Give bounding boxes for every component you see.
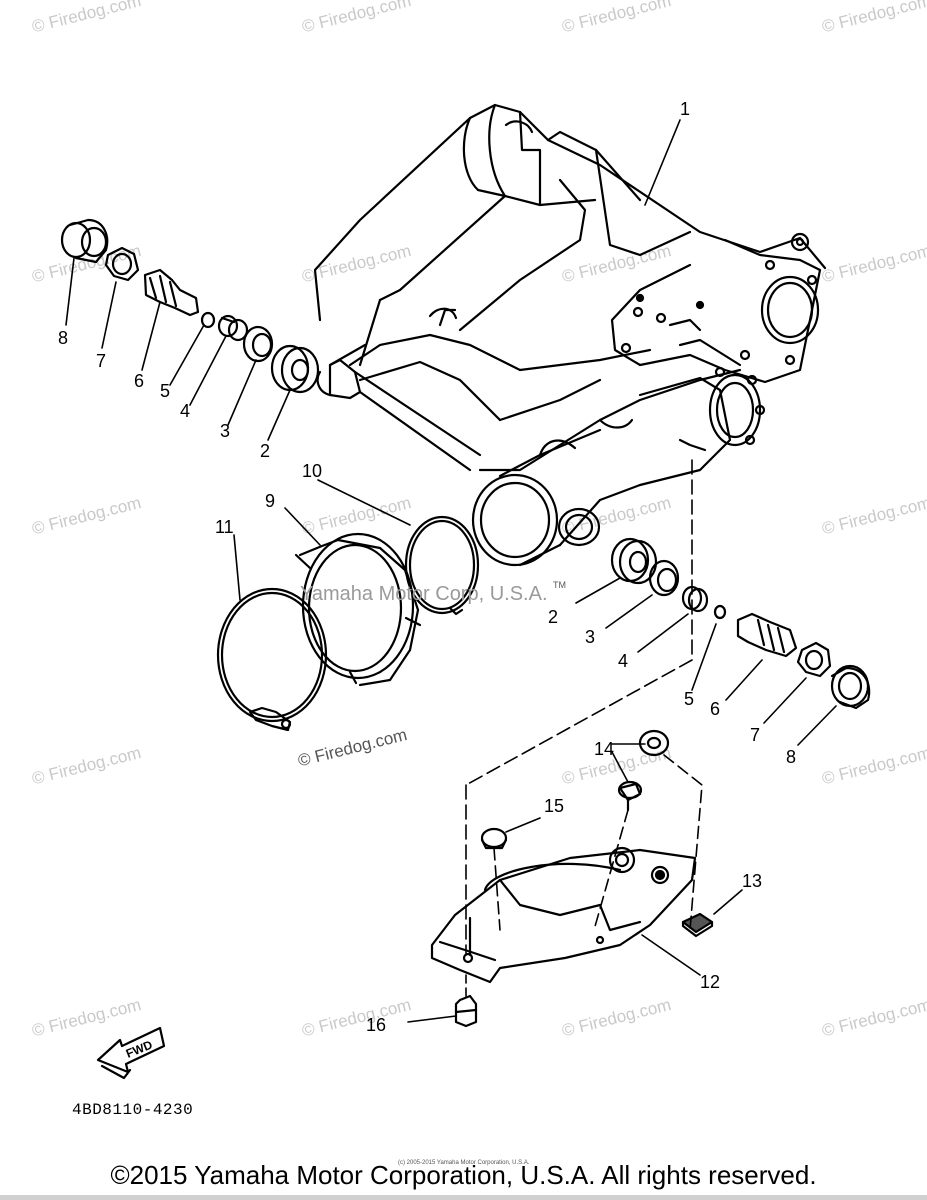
fwd-arrow-icon xyxy=(96,1026,166,1080)
callout-15: 15 xyxy=(544,796,565,816)
callout-14: 14 xyxy=(594,739,615,759)
trademark-mark: TM xyxy=(553,580,566,590)
part-code: 4BD8110-4230 xyxy=(72,1101,194,1119)
callout-6: 6 xyxy=(710,699,721,719)
boot-parts xyxy=(216,515,480,732)
callout-7: 7 xyxy=(96,351,107,371)
callout-9: 9 xyxy=(265,491,276,511)
callout-5: 5 xyxy=(160,381,171,401)
right-bearing-parts xyxy=(610,537,871,710)
callout-8: 8 xyxy=(786,747,797,767)
tiny-copyright: (c) 2005-2015 Yamaha Motor Corporation, … xyxy=(398,1160,530,1166)
callout-4: 4 xyxy=(180,401,191,421)
left-bearing-parts xyxy=(60,218,320,394)
callout-3: 3 xyxy=(585,627,596,647)
bottom-strip xyxy=(0,1195,927,1200)
lower-guard-parts xyxy=(430,729,714,1028)
center-watermark: Yamaha Motor Corp, U.S.A. xyxy=(300,583,548,605)
callout-12: 12 xyxy=(700,972,721,992)
callout-11: 11 xyxy=(215,517,234,537)
callout-10: 10 xyxy=(302,461,323,481)
leader-lines xyxy=(65,119,837,1023)
copyright-notice: ©2015 Yamaha Motor Corporation, U.S.A. A… xyxy=(110,1160,817,1190)
callout-4: 4 xyxy=(618,651,629,671)
callout-5: 5 xyxy=(684,689,695,709)
callout-2: 2 xyxy=(548,607,559,627)
swingarm-part xyxy=(313,103,827,567)
callout-16: 16 xyxy=(366,1015,387,1035)
callout-1: 1 xyxy=(680,99,691,119)
callout-13: 13 xyxy=(742,871,763,891)
callout-2: 2 xyxy=(260,441,271,461)
callout-6: 6 xyxy=(134,371,145,391)
callout-3: 3 xyxy=(220,421,231,441)
callout-8: 8 xyxy=(58,328,69,348)
callout-7: 7 xyxy=(750,725,761,745)
